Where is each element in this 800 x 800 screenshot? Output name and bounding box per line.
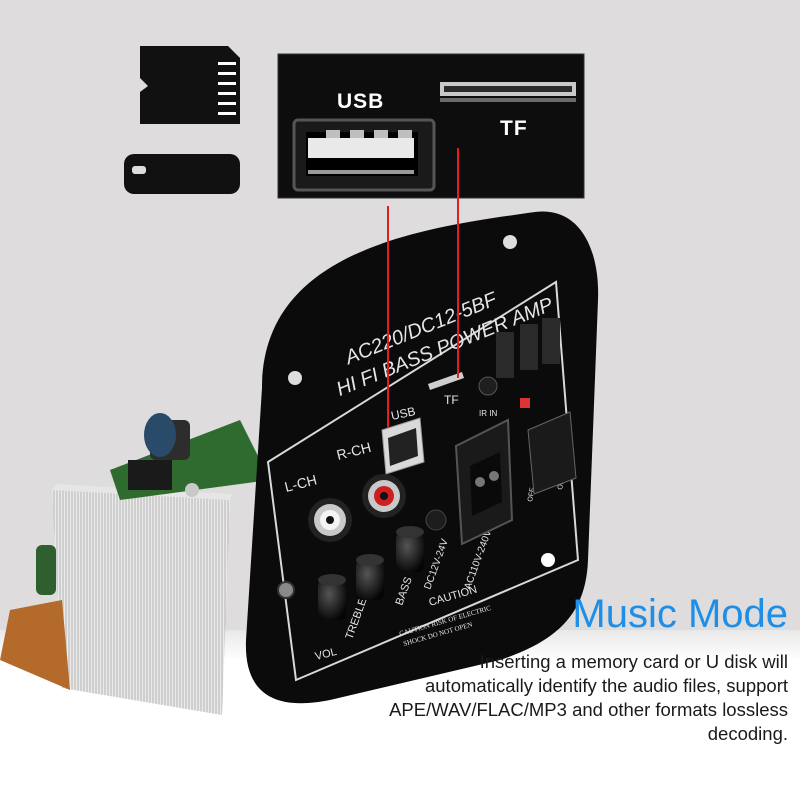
panel-usb-port	[381, 417, 425, 475]
back-terminals	[478, 318, 560, 408]
description: Inserting a memory card or U disk will a…	[389, 651, 788, 744]
panel-tf-label: TF	[444, 393, 459, 407]
volume-knob	[318, 574, 346, 620]
panel-lch-label: L-CH	[283, 471, 319, 494]
power-switch	[527, 411, 577, 495]
rca-jack-left	[308, 498, 352, 542]
port-closeup-inset	[277, 53, 585, 199]
panel-on-label: ON	[557, 479, 566, 491]
panel-off-label: OFF	[527, 487, 536, 502]
heat-sink	[52, 484, 232, 715]
tf-slot-label: TF	[500, 117, 528, 140]
micro-sd-card-icon	[140, 46, 240, 124]
circuit-board	[0, 413, 270, 690]
panel-tf-slot	[428, 372, 464, 390]
bass-knob	[396, 526, 424, 572]
usb-flash-drive-icon	[124, 154, 240, 194]
power-inlet	[454, 418, 514, 546]
treble-knob	[356, 554, 384, 600]
rca-jack-right	[362, 474, 406, 518]
panel-ir-label: IR IN	[479, 409, 497, 418]
usb-port-label: USB	[337, 90, 385, 113]
headline: Music Mode	[572, 592, 788, 636]
panel-vol-label: VOL	[314, 646, 338, 663]
panel-usb-label: USB	[390, 404, 417, 423]
